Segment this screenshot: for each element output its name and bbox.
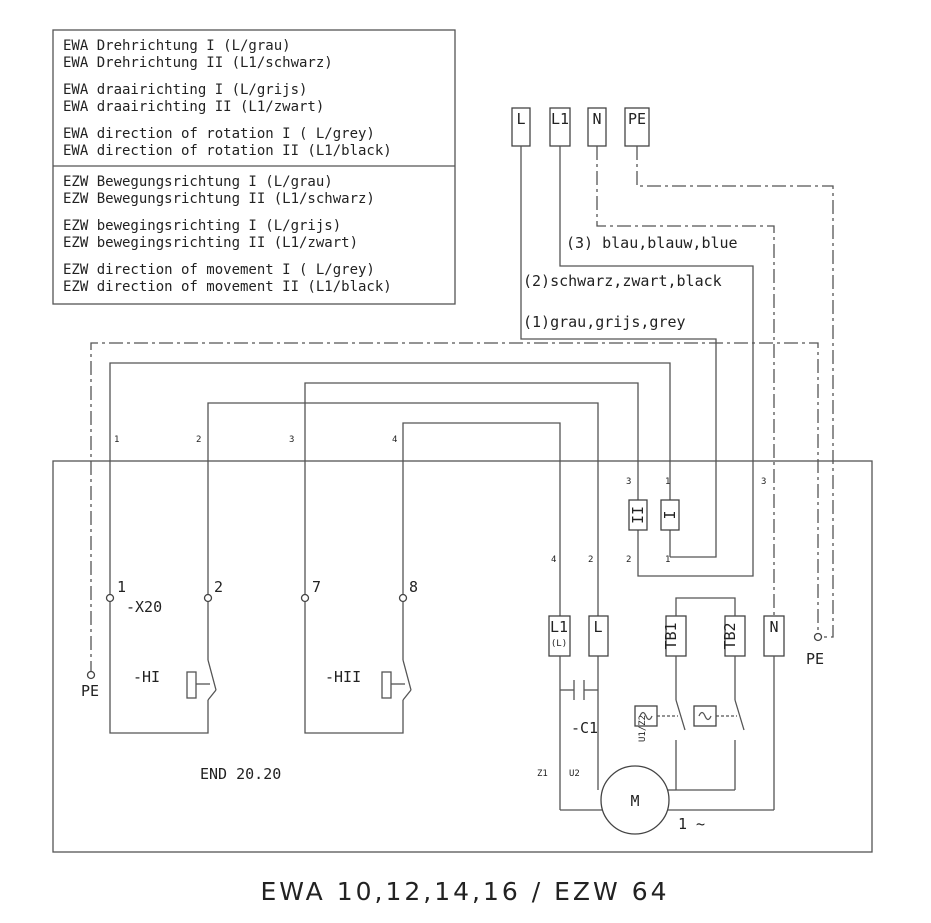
terminal-pe xyxy=(624,107,650,147)
diagram-title: EWA 10,12,14,16 / EZW 64 xyxy=(261,877,670,906)
wire-number: 2 xyxy=(626,555,631,565)
legend-line: EWA Drehrichtung I (L/grau) xyxy=(63,38,291,54)
terminal-label: TB2 xyxy=(721,622,739,649)
terminal-number: 2 xyxy=(214,578,223,596)
legend-line: EWA direction of rotation II (L1/black) xyxy=(63,143,392,159)
pe-label-left: PE xyxy=(81,682,99,700)
legend-line: EZW bewegingsrichting II (L1/zwart) xyxy=(63,235,358,251)
legend-box: EWA Drehrichtung I (L/grau) EWA Drehrich… xyxy=(52,29,456,305)
legend-line: EZW bewegingsrichting I (L/grijs) xyxy=(63,218,341,234)
terminal-number: 1 xyxy=(117,578,126,596)
legend-line: EWA draairichting II (L1/zwart) xyxy=(63,99,324,115)
pe-label-right: PE xyxy=(806,650,824,668)
legend-line: EZW direction of movement I ( L/grey) xyxy=(63,262,375,278)
switch-i xyxy=(660,499,680,531)
terminal-number: 7 xyxy=(312,578,321,596)
switch-i-label: I xyxy=(661,510,679,519)
u2-label: U2 xyxy=(569,769,580,779)
terminal-label: N xyxy=(769,618,778,636)
switch-ii xyxy=(628,499,648,531)
wire-number: 1 xyxy=(665,555,670,565)
legend-line: EZW Bewegungsrichtung I (L/grau) xyxy=(63,174,333,190)
wire-number: 2 xyxy=(588,555,593,565)
terminal-label: N xyxy=(592,110,601,128)
legend-line: EWA Drehrichtung II (L1/schwarz) xyxy=(63,55,333,71)
hi-label: -HI xyxy=(133,668,160,686)
terminal-number: 8 xyxy=(409,578,418,596)
wire-number: 1 xyxy=(114,435,119,445)
wire-label-black: (2)schwarz,zwart,black xyxy=(523,272,722,290)
limit-switch-hi: -HI xyxy=(133,602,217,701)
enclosure-box xyxy=(52,460,873,853)
x20-label: -X20 xyxy=(126,598,162,616)
wire-label-blue: (3) blau,blauw,blue xyxy=(566,234,738,252)
limit-switch-hii: -HII xyxy=(325,602,412,701)
wire-number: 4 xyxy=(392,435,397,445)
terminal-sublabel: (L) xyxy=(551,639,567,649)
motor-terminals: L1 (L) L TB1 TB2 N xyxy=(548,597,785,657)
rotation-switches: II I xyxy=(628,499,680,531)
legend-line: EZW direction of movement II (L1/black) xyxy=(63,279,392,295)
motor xyxy=(600,765,670,835)
z1-label: Z1 xyxy=(537,769,548,779)
legend-line: EWA draairichting I (L/grijs) xyxy=(63,82,307,98)
legend-line: EWA direction of rotation I ( L/grey) xyxy=(63,126,375,142)
c1-label: -C1 xyxy=(571,719,598,737)
end-label: END 20.20 xyxy=(200,765,281,783)
supply-wires xyxy=(90,146,834,675)
u1z2-label: U1/Z2 xyxy=(638,715,648,742)
wire-number: 1 xyxy=(665,477,670,487)
terminal-label: L1 xyxy=(551,110,569,128)
wire-number: 3 xyxy=(289,435,294,445)
terminal-label: PE xyxy=(628,110,646,128)
terminal-label: L xyxy=(516,110,525,128)
wire-number: 4 xyxy=(551,555,556,565)
terminal-label: TB1 xyxy=(662,622,680,649)
internal-wires xyxy=(109,362,671,734)
motor-label: M xyxy=(630,792,639,810)
switch-ii-label: II xyxy=(629,506,647,524)
wire-number: 3 xyxy=(761,477,766,487)
legend-line: EZW Bewegungsrichtung II (L1/schwarz) xyxy=(63,191,375,207)
wire-number: 3 xyxy=(626,477,631,487)
supply-terminals: L L1 N PE xyxy=(511,107,650,147)
wire-number: 2 xyxy=(196,435,201,445)
hii-label: -HII xyxy=(325,668,361,686)
terminal-label: L xyxy=(593,618,602,636)
wire-label-grey: (1)grau,grijs,grey xyxy=(523,313,686,331)
x20-terminals: 1 2 7 8 -X20 PE PE xyxy=(81,578,824,700)
motor-circuit: M 1 ~ -C1 U1/Z2 Z1 U2 xyxy=(537,656,775,835)
terminal-label: L1 xyxy=(550,618,568,636)
phase-label: 1 ~ xyxy=(678,815,705,833)
